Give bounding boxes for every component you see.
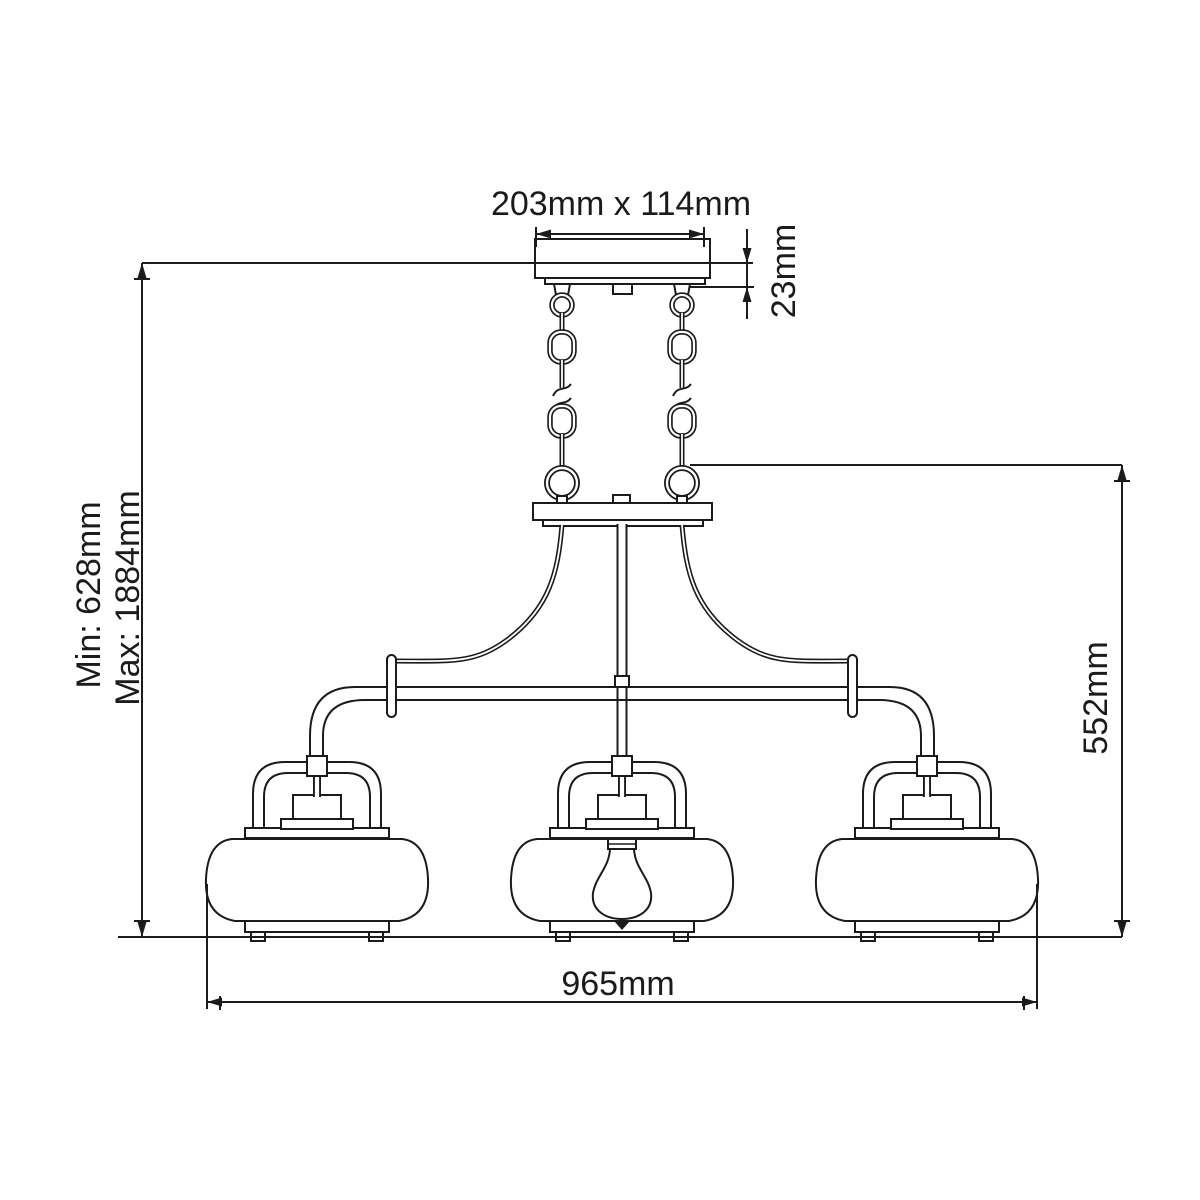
light-bulb bbox=[591, 838, 653, 930]
dimension-arrows bbox=[137, 229, 1127, 1007]
dimension-lines bbox=[118, 227, 1130, 1010]
canopy-depth-label: 23mm bbox=[765, 223, 803, 319]
center-stem bbox=[614, 524, 630, 758]
suspension-max-label: Max: 1884mm bbox=[109, 490, 147, 706]
canopy-size-label: 203mm x 114mm bbox=[490, 185, 752, 223]
wire-hook-right bbox=[847, 654, 858, 718]
lamp-left bbox=[206, 756, 428, 941]
overall-width-label: 965mm bbox=[561, 965, 675, 1003]
chain-right bbox=[667, 284, 697, 504]
arm-bar bbox=[309, 686, 935, 757]
scroll-wire-left bbox=[392, 524, 565, 664]
ceiling-plate bbox=[534, 238, 711, 295]
suspension-min-label: Min: 628mm bbox=[70, 501, 108, 689]
body-height-label: 552mm bbox=[1077, 641, 1115, 755]
chain-left bbox=[547, 284, 577, 504]
wire-hook-left bbox=[386, 654, 397, 718]
scroll-wire-right bbox=[679, 524, 852, 664]
lamp-right bbox=[816, 756, 1038, 941]
